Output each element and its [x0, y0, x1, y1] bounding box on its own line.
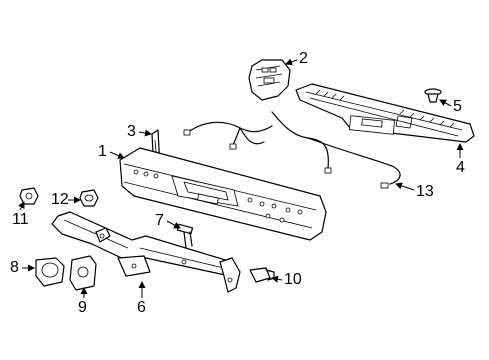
- callout-10: 10: [284, 271, 302, 288]
- part-13-wiring-harness: [183, 111, 401, 189]
- callout-13: 13: [416, 183, 434, 200]
- callout-1: 1: [98, 143, 107, 160]
- callout-11: 11: [12, 211, 29, 228]
- callout-9: 9: [78, 299, 87, 316]
- part-9-bracket: [69, 255, 97, 291]
- part-12-nut: [79, 189, 99, 207]
- part-7-bolt: [176, 223, 194, 249]
- callout-6: 6: [137, 299, 146, 316]
- part-8-sensor: [35, 257, 65, 287]
- callout-3: 3: [127, 123, 136, 140]
- part-4-step-pad: [295, 83, 475, 143]
- callout-8: 8: [10, 259, 19, 276]
- part-11-clip: [19, 187, 39, 205]
- callout-5: 5: [453, 98, 462, 115]
- part-10-connector: [249, 267, 275, 283]
- part-6-reinforcement: [51, 211, 241, 293]
- part-5-push-pin: [424, 88, 442, 103]
- callout-4: 4: [456, 159, 465, 176]
- callout-2: 2: [299, 50, 308, 67]
- part-1-bumper: [119, 147, 327, 241]
- part-2-pad: [248, 59, 291, 101]
- callout-7: 7: [155, 212, 164, 229]
- leader-lines: [18, 58, 464, 298]
- callout-12: 12: [51, 191, 69, 208]
